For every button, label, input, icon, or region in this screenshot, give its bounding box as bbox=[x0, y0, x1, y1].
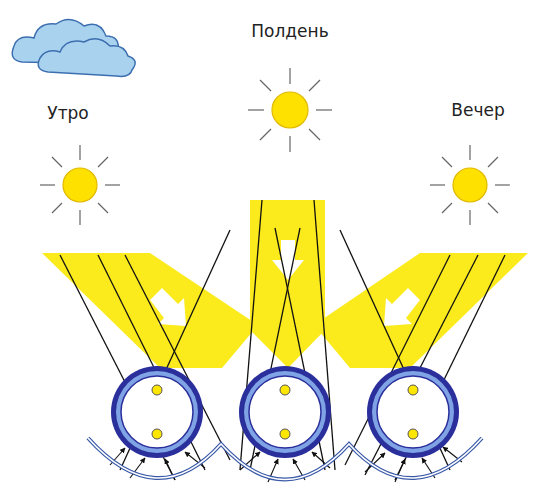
time-of-day-label: Полдень bbox=[251, 22, 328, 41]
time-of-day-label: Вечер bbox=[451, 101, 504, 120]
sun-evening bbox=[430, 145, 510, 225]
time-of-day-label: Утро bbox=[47, 104, 88, 123]
sun-morning bbox=[40, 145, 120, 225]
beam-arrows bbox=[150, 240, 420, 326]
vacuum-tubes bbox=[111, 366, 459, 458]
reflector bbox=[88, 438, 482, 480]
sun-noon bbox=[248, 68, 332, 152]
sun-rays bbox=[60, 200, 505, 480]
cloud bbox=[12, 19, 135, 76]
light-beams bbox=[42, 200, 528, 368]
reflector-inner bbox=[88, 438, 482, 480]
